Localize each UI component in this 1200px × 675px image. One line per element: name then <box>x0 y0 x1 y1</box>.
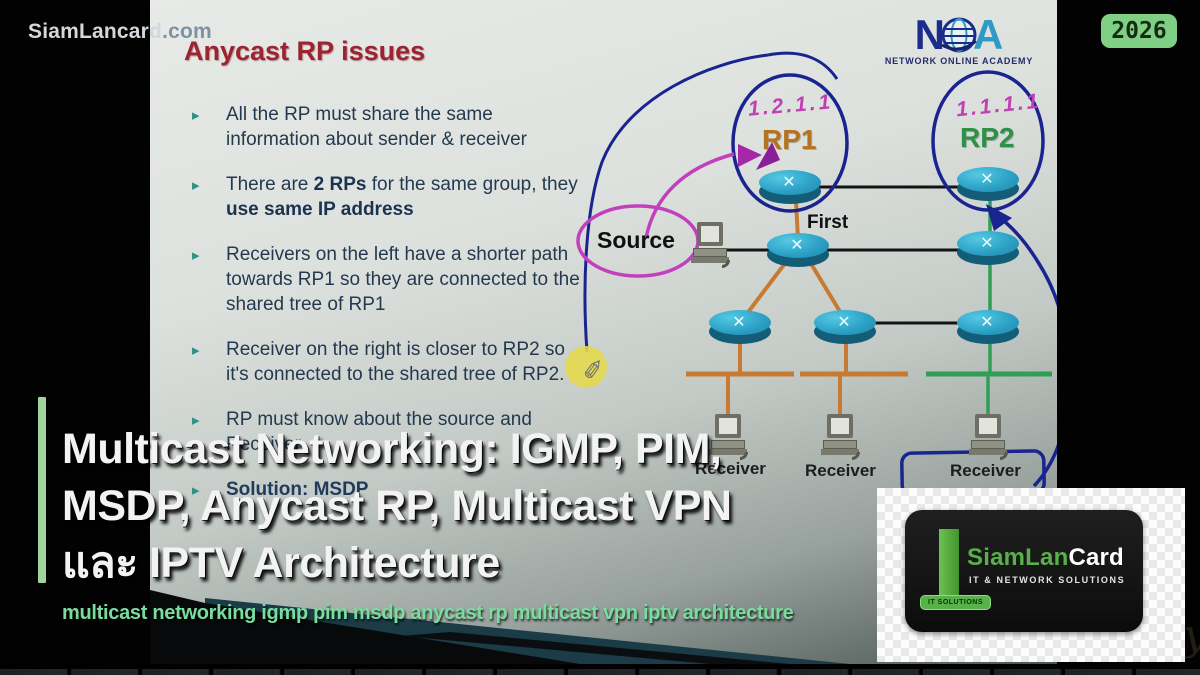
router-rp1: ✕ <box>759 170 821 204</box>
brand-card: SiamLanCard IT & NETWORK SOLUTIONS IT SO… <box>905 510 1143 632</box>
source-label: Source <box>597 227 675 253</box>
presentation-slide: Anycast RP issues ▸All the RP must share… <box>150 0 1057 664</box>
bullet-item: ▸All the RP must share the same informat… <box>192 104 527 150</box>
video-keywords-subtitle: multicast networking igmp pim msdp anyca… <box>62 602 794 624</box>
receiver-host-left-icon <box>708 414 748 460</box>
brand-bar-icon <box>939 529 959 595</box>
receiver-right-label: Receiver <box>950 461 1021 480</box>
brand-pill-badge: IT SOLUTIONS <box>920 595 991 610</box>
title-accent-bar <box>38 397 46 583</box>
router-right-leaf: ✕ <box>957 310 1019 344</box>
receiver-host-right-icon <box>968 414 1008 460</box>
site-watermark-domain: .com <box>162 20 212 43</box>
pencil-cursor-icon: ✎ <box>580 351 606 385</box>
brand-logo-panel: SiamLanCard IT & NETWORK SOLUTIONS IT SO… <box>877 488 1185 662</box>
brand-tagline: IT & NETWORK SOLUTIONS <box>969 575 1126 585</box>
rp2-label: RP2 <box>960 122 1015 153</box>
source-host-icon <box>690 222 730 268</box>
site-watermark: SiamLancard.com <box>28 20 212 44</box>
router-mid-leaf: ✕ <box>814 310 876 344</box>
bullet-arrow-icon: ▸ <box>192 177 200 194</box>
receiver-left-label: Receiver <box>695 459 766 478</box>
network-diagram-linework <box>150 51 1057 664</box>
router-first-hop: ✕ <box>767 233 829 267</box>
receiver-host-mid-icon <box>820 414 860 460</box>
receiver-mid-label: Receiver <box>805 461 876 480</box>
router-left-leaf: ✕ <box>709 310 771 344</box>
timeline-filmstrip[interactable] <box>0 664 1200 675</box>
video-title-line3: และ IPTV Architecture <box>62 539 500 587</box>
router-rp2: ✕ <box>957 167 1019 201</box>
bullet-item: ▸There are 2 RPs for the same group, the… <box>192 174 578 220</box>
first-router-label: First <box>807 212 849 233</box>
site-watermark-brand: SiamLancard <box>28 20 163 43</box>
bullet-arrow-icon: ▸ <box>192 342 200 359</box>
bullet-item: ▸Receiver on the right is closer to RP2 … <box>192 339 565 385</box>
bullet-arrow-icon: ▸ <box>192 412 200 429</box>
bullet-item: ▸RP must know about the source and Recei… <box>192 409 532 455</box>
video-title-line2: MSDP, Anycast RP, Multicast VPN <box>62 482 732 530</box>
bullet-arrow-icon: ▸ <box>192 482 200 499</box>
bullet-item-solution: ▸Solution: MSDP <box>184 477 584 502</box>
bullet-arrow-icon: ▸ <box>192 107 200 124</box>
video-title-overlay: Multicast Networking: IGMP, PIM, MSDP, A… <box>62 421 732 592</box>
bullet-arrow-icon: ▸ <box>192 247 200 264</box>
year-badge: 2026 <box>1101 14 1177 48</box>
bullet-item: ▸Receivers on the left have a shorter pa… <box>192 244 580 315</box>
slide-title: Anycast RP issues <box>184 36 426 66</box>
router-right-mid: ✕ <box>957 231 1019 265</box>
globe-icon <box>941 17 977 53</box>
rp1-label: RP1 <box>762 124 817 155</box>
noa-academy-logo: N A NETWORK ONLINE ACADEMY <box>884 11 1034 66</box>
video-title-line1: Multicast Networking: IGMP, PIM, <box>62 425 722 473</box>
brand-name: SiamLanCard <box>967 544 1124 571</box>
slide-bullet-list: ▸All the RP must share the same informat… <box>184 102 584 522</box>
